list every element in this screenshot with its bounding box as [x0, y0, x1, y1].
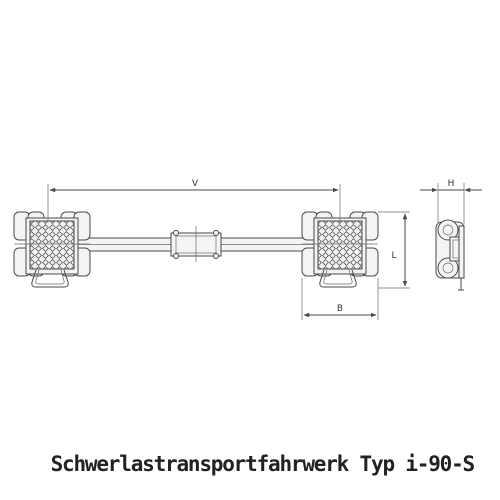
side-view [435, 219, 465, 291]
dimension-v-label: V [192, 179, 199, 189]
dimension-b [301, 278, 379, 320]
dimension-l [378, 211, 410, 289]
left-transport-unit [13, 211, 91, 288]
dimension-h-label: H [448, 179, 455, 189]
product-caption: Schwerlastransportfahrwerk Typ i-90-S [50, 452, 476, 476]
dimension-l-label: L [391, 251, 396, 261]
dimension-b-label: B [337, 304, 343, 314]
dimension-v [47, 184, 341, 222]
center-coupling [170, 226, 222, 262]
dimension-h [420, 183, 482, 224]
right-transport-unit [301, 211, 379, 288]
